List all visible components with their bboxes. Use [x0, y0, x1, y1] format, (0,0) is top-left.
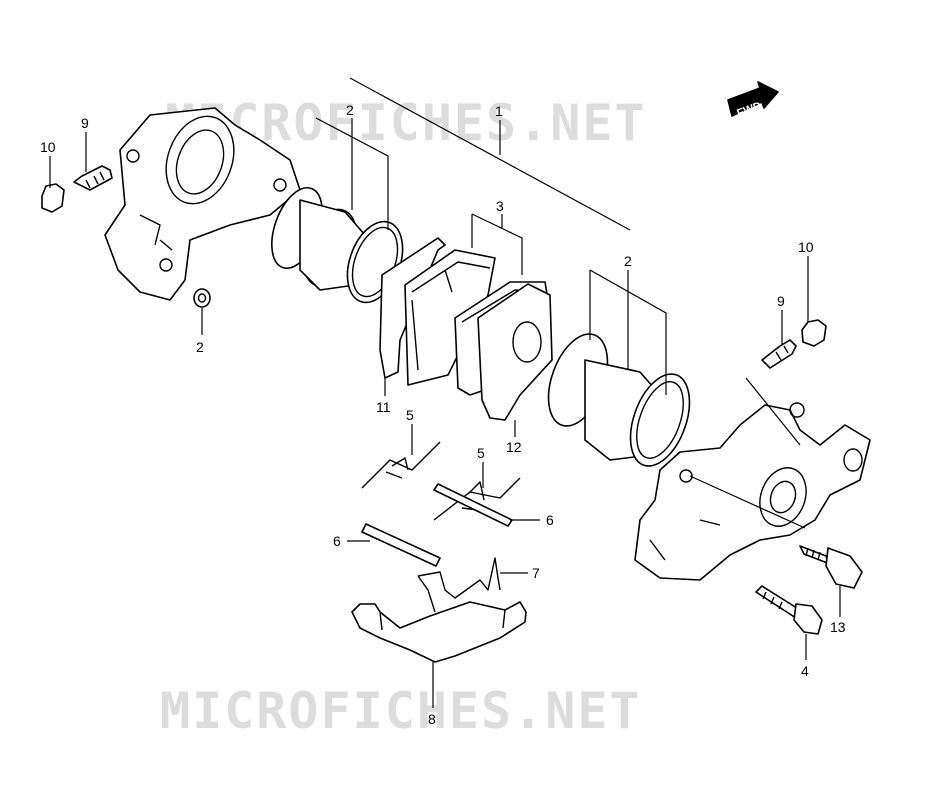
pad-spring-upper [361, 441, 441, 489]
callout-6-left: 6 [333, 533, 341, 549]
bleeder-cap-right [801, 319, 827, 347]
pad-pin-lower [361, 523, 441, 567]
callout-9-right: 9 [777, 293, 785, 309]
fwd-arrow-icon: FWD [727, 81, 779, 120]
callout-2-right: 2 [624, 253, 632, 269]
bleeder-cap-left [41, 183, 65, 213]
brake-pad-front [404, 249, 496, 386]
callout-9-left: 9 [81, 115, 89, 131]
callout-labels: 1 2 2 2 3 4 5 5 6 6 7 8 9 9 10 10 11 12 … [40, 102, 846, 727]
plug-left [193, 288, 211, 308]
bleeder-valve-left [73, 165, 113, 191]
mounting-bolt-13 [799, 545, 863, 589]
piston-right [547, 333, 691, 467]
callout-5-upper: 5 [406, 407, 414, 423]
callout-7: 7 [532, 565, 540, 581]
piston-left [271, 187, 404, 304]
callout-4: 4 [801, 663, 809, 679]
callout-6-right: 6 [546, 512, 554, 528]
pad-guard-plate [351, 601, 527, 663]
pad-spring-7 [417, 557, 501, 613]
callout-3: 3 [496, 198, 504, 214]
callout-10-right: 10 [798, 239, 814, 255]
callout-13: 13 [830, 619, 846, 635]
callout-11: 11 [376, 399, 391, 415]
leader-lines [49, 77, 841, 708]
pad-pin-upper [433, 483, 513, 527]
mounting-bolt-4 [755, 585, 823, 635]
callout-12: 12 [506, 439, 522, 455]
pad-shim-right [477, 283, 553, 421]
callout-5-lower: 5 [477, 445, 485, 461]
caliper-body-right [634, 402, 871, 581]
caliper-body-left [104, 107, 301, 301]
callout-2-upper: 2 [346, 102, 354, 118]
callout-2-plug: 2 [196, 339, 204, 355]
callout-1: 1 [495, 103, 503, 119]
callout-10-left: 10 [40, 139, 56, 155]
bleeder-valve-right [761, 339, 797, 369]
pad-spring-lower [433, 477, 521, 521]
callout-8: 8 [428, 711, 436, 727]
watermark-bottom: MICROFICHES.NET [160, 682, 642, 740]
